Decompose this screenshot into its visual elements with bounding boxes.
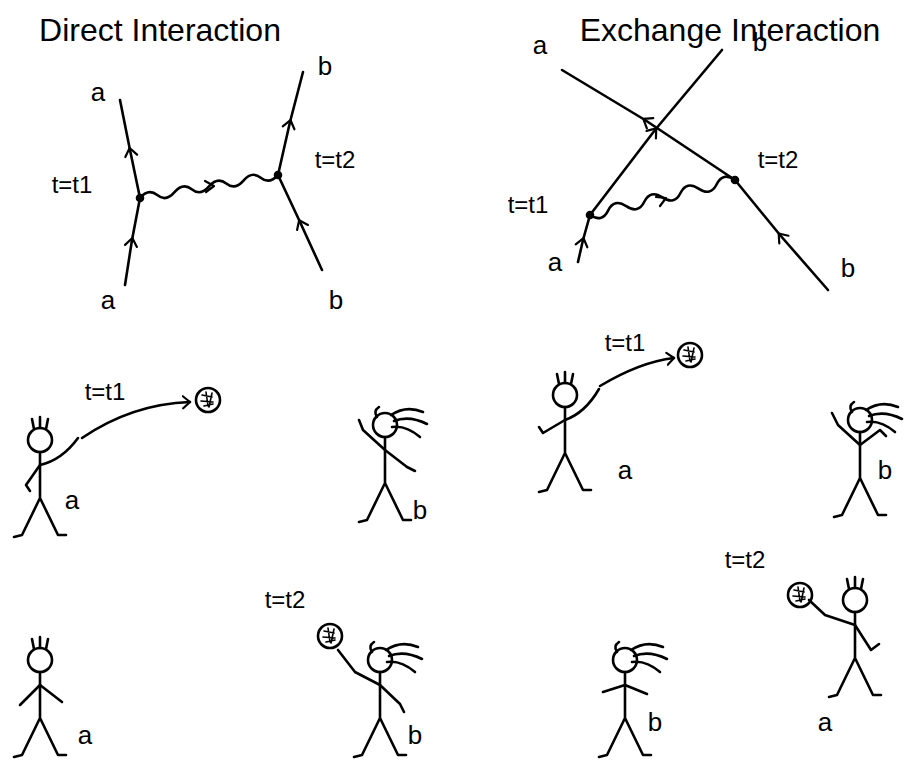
ball [788,583,812,607]
time-label: t=t2 [758,148,799,172]
stick-figure-a [539,372,599,492]
particle-label: a [101,287,115,313]
particle-label: a [91,79,105,105]
feynman-exchange [562,50,828,290]
ball [678,343,702,367]
stick-figure-b [599,642,667,757]
heading: Exchange Interaction [580,14,881,46]
particle-label: a [533,32,547,58]
particle-label: a [78,722,92,748]
particle-label: b [648,709,662,735]
stick-figure-a [14,637,66,757]
particle-label: b [408,722,422,748]
time-label: t=t1 [52,173,93,197]
stick-figure-a [809,577,881,697]
particle-label: b [753,29,767,55]
stick-figure-b [359,407,427,522]
particle-label: a [65,487,79,513]
particle-label: b [329,287,343,313]
particle-label: a [548,249,562,275]
time-label: t=t2 [315,148,356,172]
time-label: t=t1 [508,193,549,217]
stick-figure-a [14,417,78,537]
particle-label: b [841,255,855,281]
feynman-direct [120,72,322,285]
time-label: t=t1 [85,380,126,404]
stick-figure-b [338,642,422,757]
ball [318,624,342,648]
particle-label: b [878,457,892,483]
particle-label: b [318,53,332,79]
stick-figure-b [832,402,902,517]
time-label: t=t2 [265,588,306,612]
particle-label: a [818,709,832,735]
time-label: t=t2 [725,548,766,572]
particle-label: a [618,457,632,483]
ball [196,388,220,412]
heading: Direct Interaction [39,14,281,46]
particle-label: b [413,497,427,523]
throw-arrow [82,402,190,438]
throw-arrow [600,358,674,386]
time-label: t=t1 [605,331,646,355]
